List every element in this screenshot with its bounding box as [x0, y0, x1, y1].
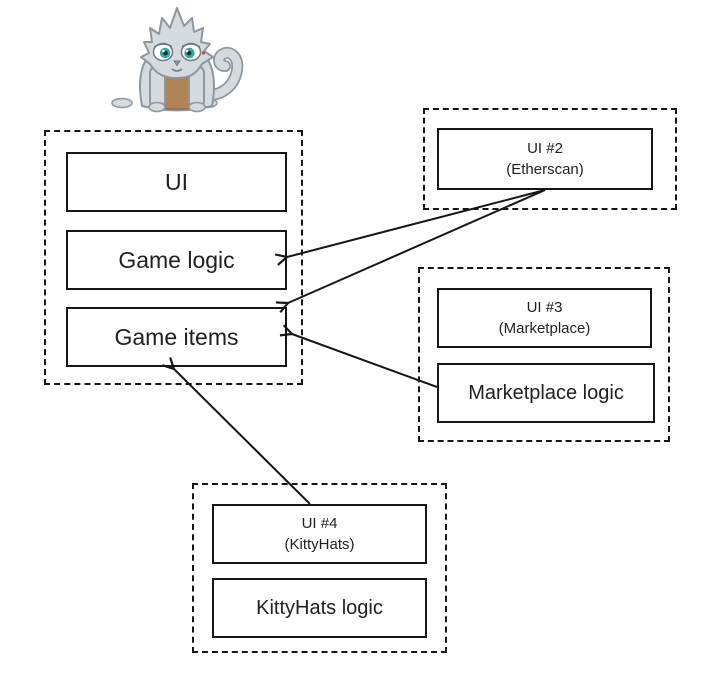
node-game-logic-label: Game logic — [118, 246, 235, 273]
node-marketplace-logic: Marketplace logic — [437, 363, 655, 423]
node-kittyhats-logic: KittyHats logic — [212, 578, 427, 638]
node-ui2-label: UI #2 — [527, 140, 563, 157]
node-ui-label: UI — [165, 168, 188, 195]
cryptokitty-cat-icon — [111, 7, 244, 113]
group-ui2-etherscan — [423, 108, 677, 210]
edge-marketplace-logic-to-game-items — [292, 334, 438, 388]
group-ui4-kittyhats — [192, 483, 447, 653]
node-kittyhats-logic-label: KittyHats logic — [256, 596, 383, 619]
node-ui2-sublabel: (Etherscan) — [506, 161, 584, 178]
node-ui2: UI #2 (Etherscan) — [437, 128, 653, 190]
node-ui4-label: UI #4 — [301, 515, 338, 532]
node-ui3: UI #3 (Marketplace) — [437, 288, 652, 348]
node-game-items: Game items — [66, 307, 287, 367]
node-game-items-label: Game items — [114, 323, 239, 350]
node-ui3-label: UI #3 — [526, 299, 563, 316]
node-ui4: UI #4 (KittyHats) — [212, 504, 427, 564]
node-ui: UI — [66, 152, 287, 212]
node-marketplace-logic-label: Marketplace logic — [468, 381, 624, 404]
node-ui3-sublabel: (Marketplace) — [498, 320, 591, 337]
node-game-logic: Game logic — [66, 230, 287, 290]
node-ui4-sublabel: (KittyHats) — [284, 536, 355, 553]
